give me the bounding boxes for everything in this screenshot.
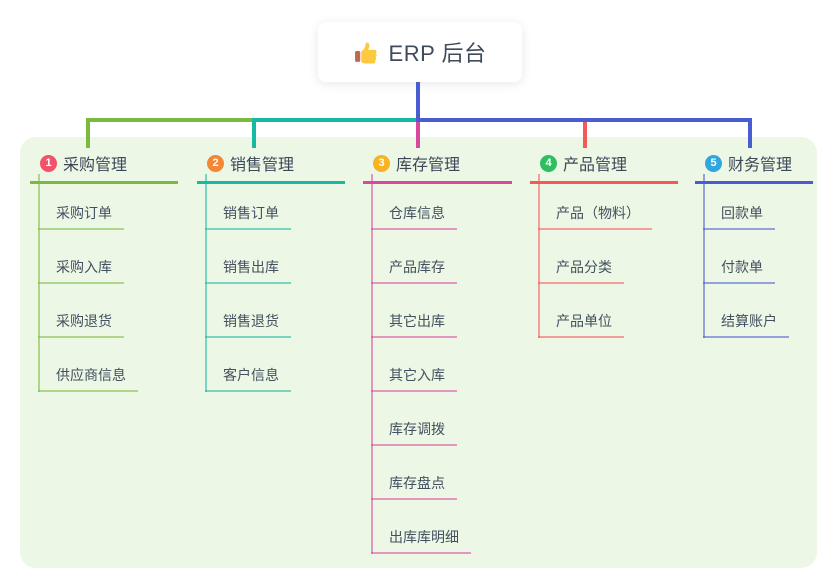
branch-number-badge: 1	[40, 154, 57, 172]
child-node[interactable]: 采购订单	[38, 206, 124, 230]
branch-stem-line	[371, 174, 373, 554]
branch-node-1[interactable]: 1 采购管理	[30, 151, 178, 184]
child-node[interactable]: 销售退货	[205, 314, 291, 338]
branch-number-badge: 3	[373, 154, 390, 172]
child-node[interactable]: 供应商信息	[38, 368, 138, 392]
connector-drop-line	[748, 118, 752, 148]
child-node[interactable]: 产品单位	[538, 314, 624, 338]
child-node[interactable]: 产品分类	[538, 260, 624, 284]
branch-node-2[interactable]: 2 销售管理	[197, 151, 345, 184]
thumbs-up-icon	[354, 40, 379, 65]
connector-bus-line	[86, 118, 252, 122]
branch-number-badge: 5	[705, 154, 722, 172]
mindmap-panel	[20, 137, 817, 568]
branch-node-3[interactable]: 3 库存管理	[363, 151, 512, 184]
branch-label: 库存管理	[396, 157, 461, 174]
branch-stem-line	[538, 174, 540, 338]
branch-number-badge: 2	[207, 154, 224, 172]
root-node[interactable]: ERP 后台	[318, 22, 522, 82]
branch-node-5[interactable]: 5 财务管理	[695, 151, 813, 184]
branch-stem-line	[703, 174, 705, 338]
child-node[interactable]: 客户信息	[205, 368, 291, 392]
connector-bus-line	[252, 118, 418, 122]
branch-label: 销售管理	[230, 157, 295, 174]
child-node[interactable]: 库存调拨	[371, 422, 457, 446]
child-node[interactable]: 销售出库	[205, 260, 291, 284]
child-node[interactable]: 库存盘点	[371, 476, 457, 500]
child-node[interactable]: 销售订单	[205, 206, 291, 230]
branch-number-badge: 4	[540, 154, 557, 172]
child-node[interactable]: 仓库信息	[371, 206, 457, 230]
connector-bus-line	[416, 118, 752, 122]
root-connector-line	[416, 82, 420, 122]
child-node[interactable]: 出库库明细	[371, 530, 471, 554]
connector-drop-line	[583, 118, 587, 148]
child-node[interactable]: 采购退货	[38, 314, 124, 338]
child-node[interactable]: 采购入库	[38, 260, 124, 284]
child-node[interactable]: 产品（物料）	[538, 206, 652, 230]
branch-label: 财务管理	[728, 157, 793, 174]
connector-drop-line	[252, 118, 256, 148]
branch-node-4[interactable]: 4 产品管理	[530, 151, 678, 184]
root-node-label: ERP 后台	[388, 41, 487, 66]
child-node[interactable]: 付款单	[703, 260, 775, 284]
child-node[interactable]: 回款单	[703, 206, 775, 230]
connector-drop-line	[86, 118, 90, 148]
child-node[interactable]: 其它入库	[371, 368, 457, 392]
branch-label: 采购管理	[63, 157, 128, 174]
connector-drop-line	[416, 118, 420, 148]
branch-label: 产品管理	[563, 157, 628, 174]
child-node[interactable]: 其它出库	[371, 314, 457, 338]
child-node[interactable]: 结算账户	[703, 314, 789, 338]
child-node[interactable]: 产品库存	[371, 260, 457, 284]
